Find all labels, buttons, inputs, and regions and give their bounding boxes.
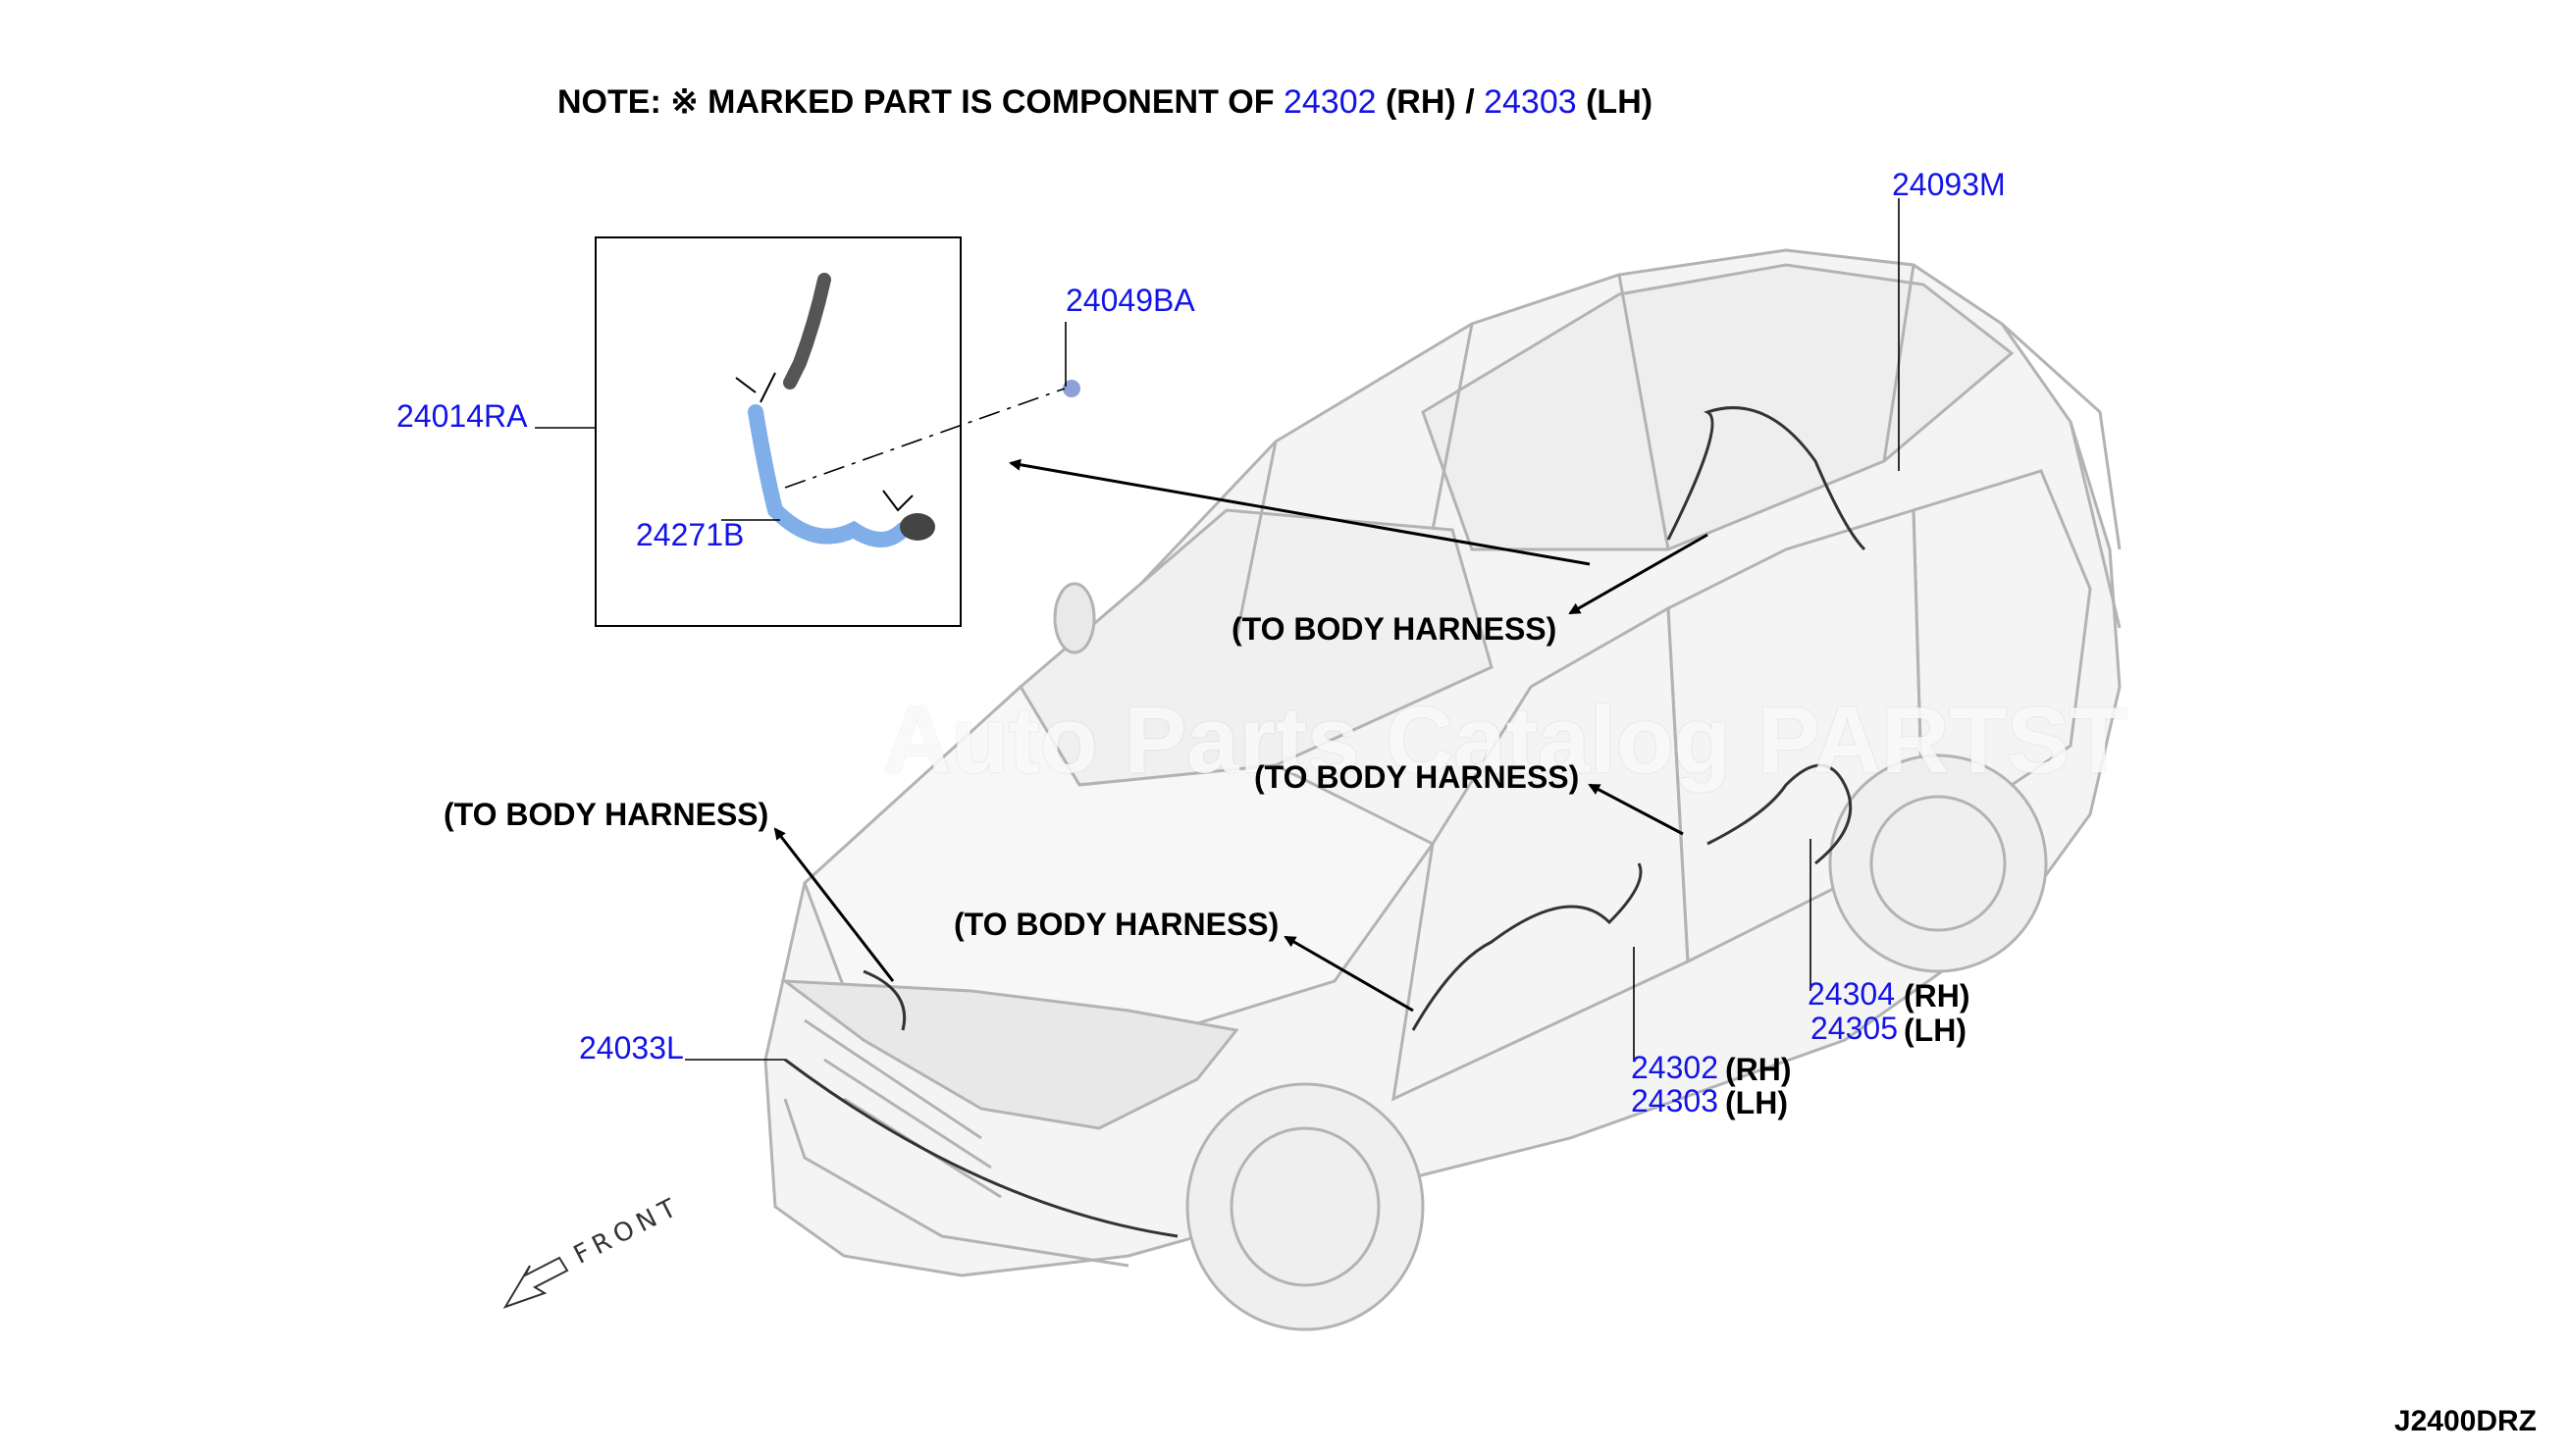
leader-lines xyxy=(535,198,1900,1061)
note-rh-label: (RH) xyxy=(1385,83,1456,121)
part-link-24049BA[interactable]: 24049BA xyxy=(1066,283,1195,318)
callout-body-harness-1: (TO BODY HARNESS) xyxy=(1232,611,1557,647)
part-link-24014RA[interactable]: 24014RA xyxy=(396,398,528,434)
side-label-lh: (LH) xyxy=(1904,1013,1967,1048)
part-link-24271B[interactable]: 24271B xyxy=(636,517,745,552)
part-link-24093M[interactable]: 24093M xyxy=(1892,167,2006,202)
part-link-24303[interactable]: 24303 xyxy=(1631,1083,1718,1118)
vehicle-outline xyxy=(763,248,2122,1331)
detail-inset-box xyxy=(595,236,962,627)
part-link-24302[interactable]: 24302 xyxy=(1631,1050,1718,1085)
harness-lines xyxy=(784,406,1866,1238)
harness-detail xyxy=(735,273,1080,547)
note-lh-label: (LH) xyxy=(1586,83,1653,121)
note-prefix: NOTE: ※ MARKED PART IS COMPONENT OF xyxy=(557,83,1275,121)
body-harness-arrows xyxy=(773,458,1708,1013)
part-link-24304[interactable]: 24304 xyxy=(1808,976,1895,1012)
note-part-rh-link[interactable]: 24302 xyxy=(1283,83,1377,121)
side-label-rh-2: (RH) xyxy=(1725,1052,1792,1087)
watermark-text: Auto Parts Catalog PARTST xyxy=(883,688,2127,793)
side-label-lh-2: (LH) xyxy=(1725,1085,1788,1120)
note-part-lh-link[interactable]: 24303 xyxy=(1484,83,1577,121)
part-link-24033L[interactable]: 24033L xyxy=(579,1030,684,1066)
side-label-rh: (RH) xyxy=(1904,978,1970,1014)
front-arrow-icon xyxy=(502,1256,569,1309)
diagram-id: J2400DRZ xyxy=(2393,1405,2537,1437)
part-link-24305[interactable]: 24305 xyxy=(1810,1011,1898,1046)
note-separator: / xyxy=(1465,83,1475,121)
callout-body-harness-4: (TO BODY HARNESS) xyxy=(954,907,1280,942)
callout-body-harness-3: (TO BODY HARNESS) xyxy=(444,797,769,832)
callout-body-harness-2: (TO BODY HARNESS) xyxy=(1254,759,1580,795)
note-text: NOTE: ※ MARKED PART IS COMPONENT OF 2430… xyxy=(557,82,1652,122)
